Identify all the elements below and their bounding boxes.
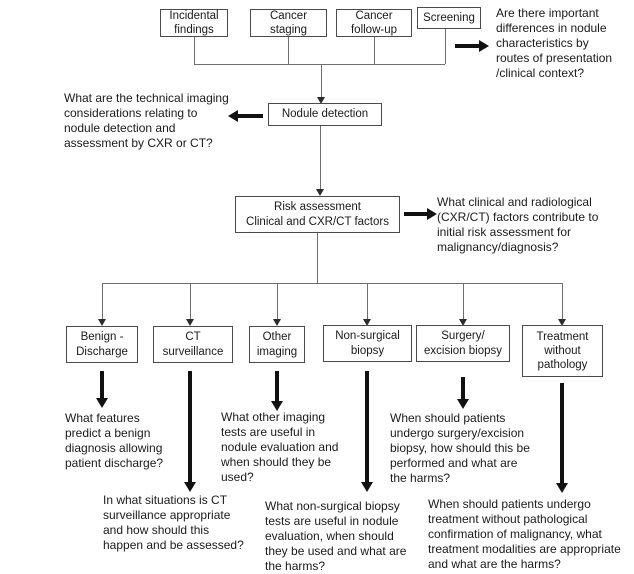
- arrowhead-down-icon: [98, 319, 106, 326]
- arrowhead-down-icon: [558, 319, 566, 326]
- arrowhead-down-icon: [363, 319, 371, 326]
- connector-line: [321, 64, 322, 97]
- arrowhead-down-icon: [317, 97, 325, 104]
- connector-line: [367, 283, 368, 319]
- note-benign-question: What features predict a benign diagnosis…: [65, 411, 164, 471]
- box-screening: Screening: [417, 7, 481, 29]
- thick-arrow-left-icon: [228, 110, 238, 122]
- connector-line: [463, 283, 464, 319]
- box-risk-assessment: Risk assessment Clinical and CXR/CT fact…: [235, 196, 400, 233]
- thick-arrow-right-icon: [479, 40, 489, 52]
- connector-line: [445, 29, 446, 64]
- connector-line: [194, 37, 195, 64]
- thick-arrow-down-icon: [271, 401, 283, 411]
- thick-arrow-down-icon: [361, 482, 373, 492]
- connector-line: [277, 283, 278, 319]
- box-surgery-excision-biopsy: Surgery/ excision biopsy: [416, 325, 510, 362]
- note-surgery-question: When should patients undergo surgery/exc…: [390, 411, 530, 486]
- thick-arrow-other-imaging-shaft: [275, 371, 279, 401]
- thick-arrow-technical-shaft: [238, 114, 263, 118]
- box-non-surgical-biopsy: Non-surgical biopsy: [323, 325, 412, 362]
- arrowhead-down-icon: [273, 319, 281, 326]
- connector-line: [320, 126, 321, 189]
- arrowhead-down-icon: [459, 319, 467, 326]
- thick-arrow-ct-shaft: [188, 371, 192, 482]
- box-cancer-staging: Cancer staging: [250, 9, 327, 37]
- connector-line: [102, 283, 103, 319]
- thick-arrow-right-icon: [427, 208, 437, 220]
- note-technical-imaging: What are the technical imaging considera…: [64, 91, 229, 151]
- note-non-surgical-question: What non-surgical biopsy tests are usefu…: [265, 499, 407, 574]
- connector-line: [562, 283, 563, 319]
- arrowhead-down-icon: [186, 319, 194, 326]
- thick-arrow-context-shaft: [455, 44, 479, 48]
- thick-arrow-benign-shaft: [100, 371, 104, 398]
- note-treatment-question: When should patients undergo treatment w…: [428, 497, 621, 572]
- box-treatment-without-pathology: Treatment without pathology: [522, 325, 603, 377]
- note-other-imaging-question: What other imaging tests are useful in n…: [221, 410, 339, 485]
- connector-line: [190, 283, 191, 319]
- thick-arrow-surgery-shaft: [461, 377, 465, 399]
- thick-arrow-treatment-shaft: [560, 383, 564, 483]
- box-ct-surveillance: CT surveillance: [153, 326, 233, 363]
- connector-line: [374, 37, 375, 64]
- note-ct-surveillance-question: In what situations is CT surveillance ap…: [103, 493, 244, 553]
- thick-arrow-non-surgical-shaft: [365, 371, 369, 482]
- box-cancer-follow-up: Cancer follow-up: [336, 9, 412, 37]
- connector-line: [194, 64, 445, 65]
- thick-arrow-down-icon: [184, 482, 196, 492]
- note-presentation-context: Are there important differences in nodul…: [496, 6, 613, 81]
- box-other-imaging: Other imaging: [249, 326, 305, 363]
- thick-arrow-down-icon: [457, 399, 469, 409]
- note-risk-factors: What clinical and radiological (CXR/CT) …: [437, 195, 599, 255]
- box-benign-discharge: Benign - Discharge: [66, 326, 138, 363]
- thick-arrow-risk-shaft: [404, 212, 427, 216]
- connector-line: [102, 283, 562, 284]
- connector-line: [317, 233, 318, 283]
- thick-arrow-down-icon: [556, 483, 568, 493]
- box-incidental-findings: Incidental findings: [160, 9, 228, 37]
- connector-line: [288, 37, 289, 64]
- arrowhead-down-icon: [316, 189, 324, 196]
- box-nodule-detection: Nodule detection: [268, 103, 382, 126]
- thick-arrow-down-icon: [96, 398, 108, 408]
